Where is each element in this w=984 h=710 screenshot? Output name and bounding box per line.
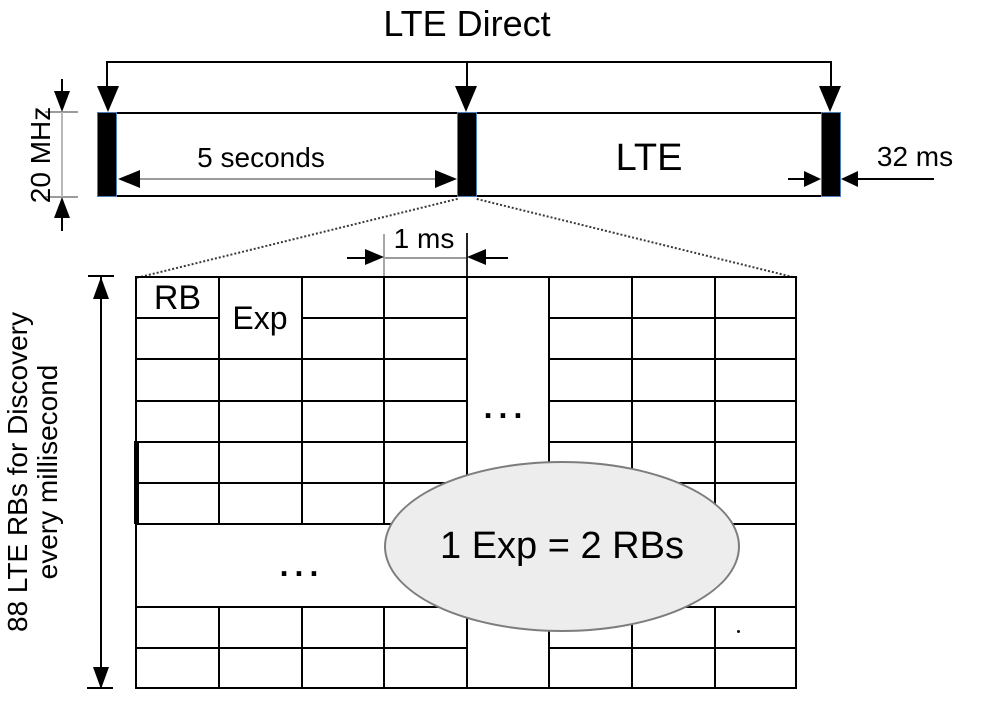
period-arrow-left-icon	[118, 170, 140, 188]
burst-label: 32 ms	[876, 141, 954, 172]
burst-dim-line-left	[788, 178, 804, 180]
bracket-stem-left	[106, 61, 108, 86]
axis-label-line2: every millisecond	[32, 364, 63, 580]
grid-col-line	[714, 608, 716, 687]
period-label: 5 seconds	[197, 142, 325, 173]
arrow-down-right-icon	[819, 86, 841, 112]
grid-row-line	[137, 523, 466, 525]
bandwidth-stem-top	[61, 79, 63, 92]
slot-arrow-right-icon	[365, 249, 384, 265]
stray-dot	[737, 630, 740, 633]
exp-cell-label: Exp	[232, 299, 288, 336]
axis-label: 88 LTE RBs for Discovery every milliseco…	[2, 257, 63, 687]
bandwidth-stem-bottom	[61, 218, 63, 231]
grid-col-line	[383, 278, 385, 523]
grid-col-line	[631, 608, 633, 687]
bracket-stem-mid	[466, 61, 468, 86]
grid-row-line	[550, 647, 795, 649]
lte-band-label: LTE	[615, 137, 683, 179]
burst-arrow-left-icon	[841, 171, 858, 187]
figure-title: LTE Direct	[383, 3, 551, 44]
slot-ext-right	[486, 257, 508, 259]
bracket-stem-right	[830, 61, 832, 86]
axis-arrow-down-icon	[93, 667, 109, 689]
grid-col-line	[301, 608, 303, 687]
bandwidth-arrow-up-icon	[54, 197, 70, 218]
exp-highlight-edge	[134, 441, 139, 524]
slot-label: 1 ms	[393, 223, 455, 254]
zoom-dotted-line-right	[476, 198, 798, 280]
grid-col-line	[218, 278, 220, 523]
axis-arrow-up-icon	[93, 277, 109, 299]
arrow-down-mid-icon	[455, 86, 477, 112]
bandwidth-connector	[61, 112, 63, 197]
grid-col-line	[714, 278, 716, 523]
grid-row-line	[550, 441, 795, 443]
rb-cell-label: RB	[153, 278, 202, 317]
bracket-line	[107, 61, 831, 63]
discovery-burst-bar-right	[821, 112, 841, 197]
grid-row-line	[550, 358, 795, 360]
axis-arrow-stem	[100, 277, 102, 689]
grid-row-line	[137, 317, 218, 319]
ellipsis-dots-row: ...	[279, 547, 325, 583]
exp-callout-label: 1 Exp = 2 RBs	[440, 525, 684, 567]
slot-arrow-left-icon	[467, 249, 486, 265]
grid-col-line	[383, 608, 385, 687]
slot-connector	[384, 257, 467, 259]
period-arrow-right-icon	[435, 170, 457, 188]
slot-tick-left	[383, 234, 385, 277]
burst-arrow-right-icon	[804, 171, 821, 187]
grid-col-line	[301, 278, 303, 523]
axis-tick-top	[88, 275, 114, 277]
axis-label-line1: 88 LTE RBs for Discovery	[2, 311, 33, 633]
slot-ext-left	[347, 257, 367, 259]
grid-row-line	[550, 317, 795, 319]
grid-col-line	[631, 278, 633, 523]
grid-col-line	[218, 608, 220, 687]
discovery-burst-bar-mid	[457, 112, 477, 197]
bandwidth-label: 20 MHz	[25, 106, 56, 204]
grid-row-line	[550, 400, 795, 402]
burst-dim-line-right	[858, 178, 934, 180]
discovery-burst-bar-left	[97, 112, 117, 197]
grid-row-line	[137, 606, 466, 608]
ellipsis-dots-column: ...	[483, 389, 529, 425]
period-dim-line	[122, 178, 439, 180]
exp-callout-ellipse: 1 Exp = 2 RBs	[384, 461, 740, 632]
bandwidth-arrow-down-icon	[54, 91, 70, 112]
arrow-down-left-icon	[97, 86, 119, 112]
